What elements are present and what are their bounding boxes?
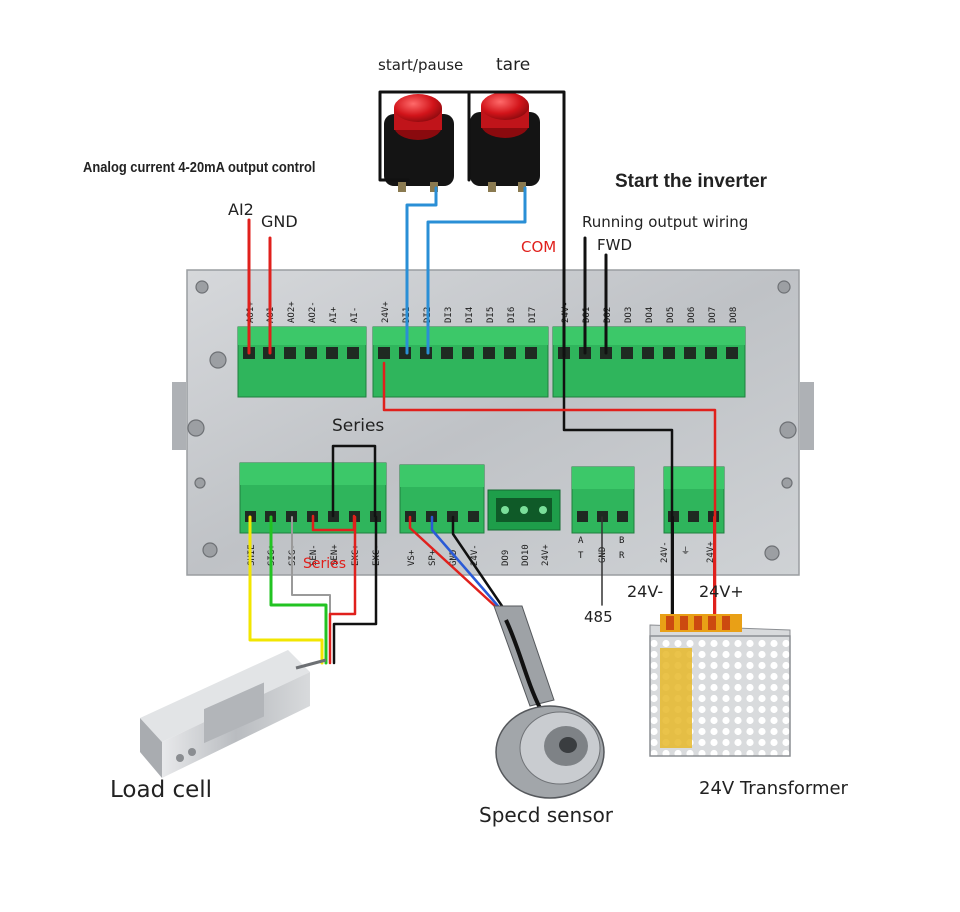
black-wire-speed bbox=[451, 515, 504, 608]
term-dox-2: 24V+ bbox=[541, 544, 551, 566]
term-do-0: 24V- bbox=[561, 301, 571, 323]
wires bbox=[247, 90, 717, 665]
term-sp-0: VS+ bbox=[407, 549, 417, 566]
label-analog-control: Analog current 4-20mA output control bbox=[83, 159, 316, 176]
red-wire-speed bbox=[408, 515, 497, 608]
term-do-7: DO7 bbox=[708, 307, 718, 323]
term-analog-2: AO2+ bbox=[287, 301, 297, 323]
term-di-5: DI5 bbox=[486, 307, 496, 323]
rs485-terminal-block bbox=[571, 466, 635, 534]
term-485-2: B bbox=[619, 536, 624, 546]
term-485-1: GND bbox=[598, 547, 608, 563]
label-load-cell: Load cell bbox=[110, 777, 213, 803]
term-485-0: A bbox=[578, 536, 584, 546]
black-wire-exc bbox=[332, 515, 378, 665]
term-analog-4: AI+ bbox=[329, 306, 339, 323]
term-lc-4: SEN+ bbox=[330, 544, 340, 566]
term-lc-0: SHIE bbox=[247, 544, 257, 566]
red-wire-exc bbox=[328, 515, 357, 665]
term-do-2: DO2 bbox=[603, 307, 613, 323]
term-di-7: DI7 bbox=[528, 307, 538, 323]
term-do-1: DO1 bbox=[582, 307, 592, 323]
term-sp-1: SP+ bbox=[428, 549, 438, 566]
term-analog-0: AO1+ bbox=[246, 301, 256, 323]
term-di-6: DI6 bbox=[507, 307, 517, 323]
label-transformer: 24V Transformer bbox=[699, 778, 848, 799]
term-pw-2: 24V+ bbox=[706, 541, 716, 563]
label-running-output: Running output wiring bbox=[582, 213, 749, 231]
term-do-4: DO4 bbox=[645, 307, 655, 323]
black-wire-buttons bbox=[378, 90, 566, 358]
term-do-3: DO3 bbox=[624, 307, 634, 323]
term-di-3: DI3 bbox=[444, 307, 454, 323]
analog-terminal-block bbox=[237, 326, 367, 398]
label-ai2: AI2 bbox=[228, 200, 254, 219]
term-lc-3: SEN- bbox=[309, 544, 319, 566]
term-di-4: DI4 bbox=[465, 307, 475, 323]
term-di-0: 24V+ bbox=[381, 301, 391, 323]
start-pause-button bbox=[384, 94, 454, 192]
term-485-sub-0: T bbox=[578, 551, 584, 561]
blue-wire-di2 bbox=[426, 186, 527, 355]
term-485-sub-2: R bbox=[619, 551, 625, 561]
speed-terminal-block bbox=[399, 464, 485, 534]
power-supply-image bbox=[649, 614, 791, 757]
tare-button bbox=[470, 92, 540, 192]
term-dox-0: DO9 bbox=[501, 550, 511, 566]
term-do-6: DO6 bbox=[687, 307, 697, 323]
label-start-pause: start/pause bbox=[378, 56, 464, 74]
term-do-5: DO5 bbox=[666, 307, 676, 323]
term-do-8: DO8 bbox=[729, 307, 739, 323]
yellow-wire bbox=[248, 515, 324, 665]
label-24v-plus: 24V+ bbox=[699, 582, 744, 601]
label-speed-sensor: Specd sensor bbox=[479, 803, 614, 827]
speed-sensor-image bbox=[493, 605, 605, 799]
label-fwd: FWD bbox=[597, 236, 633, 254]
label-com: COM bbox=[521, 238, 557, 256]
blue-wire-di1 bbox=[405, 186, 438, 355]
term-analog-5: AI- bbox=[350, 307, 360, 323]
label-24v-minus: 24V- bbox=[627, 582, 664, 601]
di-terminal-block bbox=[372, 326, 549, 398]
term-sp-2: GND bbox=[449, 550, 459, 566]
term-sp-3: 24V- bbox=[470, 544, 480, 566]
green-wire bbox=[269, 515, 328, 665]
load-cell-image bbox=[140, 650, 327, 778]
panel-screws bbox=[187, 280, 797, 561]
term-pw-1: ⏚ bbox=[681, 546, 690, 557]
label-tare: tare bbox=[496, 55, 531, 75]
term-dox-1: DO10 bbox=[521, 544, 531, 566]
label-485: 485 bbox=[584, 608, 613, 626]
blue-wire-speed bbox=[430, 515, 500, 608]
label-gnd: GND bbox=[261, 212, 298, 231]
term-pw-0: 24V- bbox=[660, 541, 670, 563]
label-series-top: Series bbox=[332, 416, 385, 436]
do-extra-connector bbox=[487, 489, 561, 531]
label-series-red: Series bbox=[303, 556, 347, 572]
do-terminal-block bbox=[552, 326, 746, 398]
label-start-inverter: Start the inverter bbox=[615, 171, 768, 192]
black-wire-series bbox=[331, 444, 377, 518]
term-analog-3: AO2- bbox=[308, 301, 318, 323]
